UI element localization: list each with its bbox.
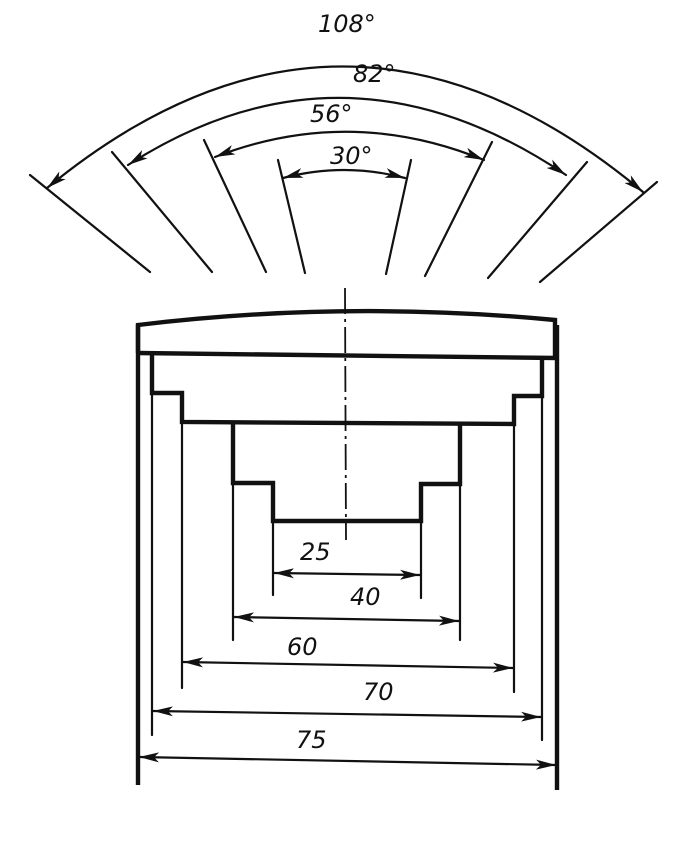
stepped-section [135, 287, 560, 790]
angle-108-left-extension [28, 173, 152, 274]
angle-56-label: 56° [310, 100, 353, 128]
angle-108-arc [45, 65, 645, 194]
center-axis [344, 287, 347, 541]
angle-82-arc [126, 96, 568, 177]
stepped-profile [149, 353, 545, 427]
angle-56-left-extension [202, 138, 268, 274]
dim-25-line [272, 568, 422, 580]
angle-108-right-extension [538, 180, 659, 284]
angle-56-right-extension [423, 140, 494, 278]
dim-75-label: 75 [296, 726, 327, 754]
angle-30-label: 30° [330, 142, 373, 170]
dim-60-line [181, 657, 515, 673]
angle-108-label: 108° [318, 10, 376, 38]
outer-frame [135, 308, 558, 358]
dim-70-label: 70 [363, 678, 394, 706]
dim-40-line [232, 612, 461, 626]
dim-60-label: 60 [287, 633, 318, 661]
inner-cup-profile [230, 423, 463, 524]
dim-70-line [151, 706, 543, 722]
width-dimensions: 25 40 60 70 75 [137, 538, 558, 770]
angle-82-right-extension [486, 160, 589, 280]
dim-25-label: 25 [300, 538, 331, 566]
angle-30-arc [281, 168, 407, 180]
angle-diagram: 108° 82° 56° 30° [28, 10, 659, 284]
angle-56-arc [213, 130, 486, 162]
angle-82-label: 82° [353, 60, 396, 88]
dim-40-label: 40 [350, 583, 381, 611]
main-band [137, 350, 558, 361]
dim-75-line [137, 752, 558, 770]
